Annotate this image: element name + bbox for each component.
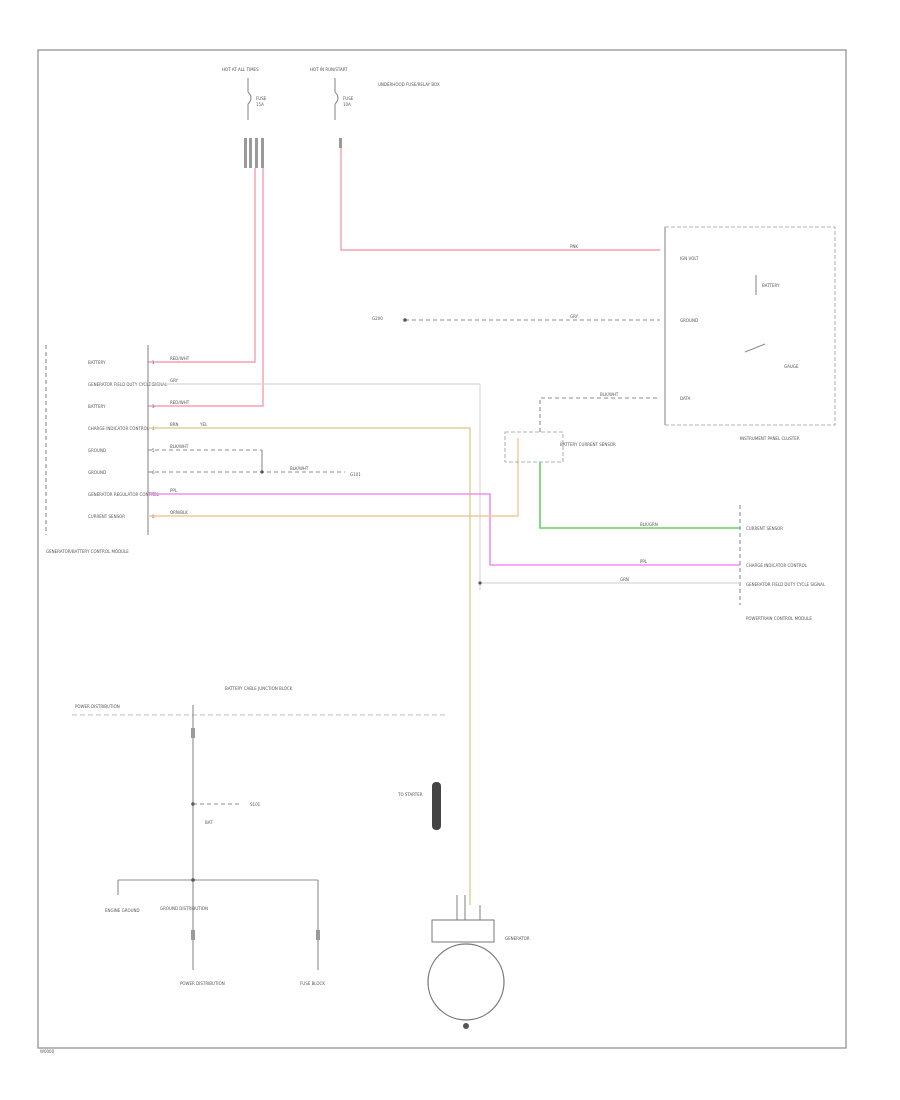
powertrain-control-module: CURRENT SENSOR CHARGE INDICATOR CONTROL … bbox=[739, 505, 826, 621]
wire-code-label: GRN bbox=[620, 577, 629, 582]
bus-box-label: BATTERY CABLE JUNCTION BLOCK bbox=[225, 686, 293, 691]
svg-text:FUSE: FUSE bbox=[343, 96, 354, 101]
ipc-pin-data: DATA bbox=[680, 396, 691, 401]
ipc-pin-ground: GROUND bbox=[680, 318, 698, 323]
gbcm-pin-number: 3 bbox=[152, 404, 155, 409]
generator: TO STARTER GENERATOR bbox=[397, 782, 530, 1029]
wire-code-label: PNK bbox=[570, 244, 578, 249]
gbcm-label: GENERATOR/BATTERY CONTROL MODULE bbox=[46, 549, 129, 554]
ground-label: G101 bbox=[350, 472, 361, 477]
gbcm-pin-label: BATTERY bbox=[88, 404, 106, 409]
gbcm-pin-label: GROUND bbox=[88, 470, 106, 475]
power-dist-label: POWER DISTRIBUTION bbox=[75, 704, 120, 709]
fuse-left-label: HOT AT ALL TIMES bbox=[222, 67, 259, 72]
svg-text:BATTERY: BATTERY bbox=[762, 283, 780, 288]
gbcm-pin-number: 6 bbox=[152, 470, 155, 475]
fuse-right-note: UNDERHOOD FUSE/RELAY BOX bbox=[378, 82, 440, 87]
red-wire-1 bbox=[148, 168, 256, 363]
svg-text:GAUGE: GAUGE bbox=[784, 364, 799, 369]
svg-text:10A: 10A bbox=[343, 102, 351, 107]
pcm-sensor-wire bbox=[539, 462, 740, 529]
gbcm-pin-label: GENERATOR REGULATOR CONTROL bbox=[88, 492, 160, 497]
pcm-pin-current: CURRENT SENSOR bbox=[746, 526, 783, 531]
sensor-label: BATTERY CURRENT SENSOR bbox=[560, 442, 616, 447]
fuse-right: HOT IN RUN/START FUSE 10A UNDERHOOD FUSE… bbox=[310, 67, 440, 120]
wire-code-label: RED/WHT bbox=[170, 356, 190, 361]
to-starter-label: TO STARTER bbox=[397, 792, 423, 797]
red-wire-ignition bbox=[340, 148, 660, 251]
pcm-pin-field: GENERATOR FIELD DUTY CYCLE SIGNAL bbox=[746, 582, 826, 587]
svg-text:FUSE: FUSE bbox=[256, 96, 267, 101]
bottom-right-label: FUSE BLOCK bbox=[300, 981, 325, 986]
wire-code-label: PPL bbox=[640, 559, 648, 564]
svg-text:BAT: BAT bbox=[205, 820, 213, 825]
wire-code-label: RED/WHT bbox=[170, 400, 190, 405]
wire-code-label: BLK/WHT bbox=[600, 392, 619, 397]
battery-current-sensor: BATTERY CURRENT SENSOR bbox=[504, 397, 660, 463]
wire-code-label: PPL bbox=[170, 488, 178, 493]
current-sensor-wire bbox=[148, 438, 519, 517]
pcm-pin-charge: CHARGE INDICATOR CONTROL bbox=[746, 563, 808, 568]
charge-indicator-wire bbox=[148, 427, 471, 905]
fuse-right-label: HOT IN RUN/START bbox=[310, 67, 348, 72]
wire-code-label: GRY bbox=[170, 378, 179, 383]
wire-code-label: YEL bbox=[199, 422, 208, 427]
ipc-label: INSTRUMENT PANEL CLUSTER bbox=[740, 436, 800, 441]
bottom-mid-label: POWER DISTRIBUTION bbox=[180, 981, 225, 986]
wire-code-label: BLK/WHT bbox=[170, 444, 189, 449]
bottom-left-label: ENGINE GROUND bbox=[105, 908, 140, 913]
junction-block: BATTERY CABLE JUNCTION BLOCK POWER DISTR… bbox=[72, 686, 445, 986]
fuse-connectors bbox=[244, 138, 342, 168]
gbcm-pin-label: CURRENT SENSOR bbox=[88, 514, 125, 519]
gbcm-pin-label: GENERATOR FIELD DUTY CYCLE SIGNAL bbox=[88, 382, 168, 387]
gbcm-pin-label: BATTERY bbox=[88, 360, 106, 365]
wire-code-label: GRY bbox=[570, 314, 579, 319]
svg-text:15A: 15A bbox=[256, 102, 264, 107]
generator-label: GENERATOR bbox=[505, 936, 530, 941]
fuse-left: HOT AT ALL TIMES FUSE 15A bbox=[222, 67, 267, 120]
regulator-wire bbox=[148, 493, 740, 566]
wire-code-label: BRN bbox=[170, 422, 179, 427]
ground-dist-label: GROUND DISTRIBUTION bbox=[160, 906, 208, 911]
wire-code-label: BLK/GRN bbox=[640, 522, 658, 527]
gbcm-pin-number: 5 bbox=[152, 448, 155, 453]
wire-code-label: BLK/WHT bbox=[290, 466, 309, 471]
pcm-label: POWERTRAIN CONTROL MODULE bbox=[746, 616, 812, 621]
diagram-frame bbox=[37, 49, 847, 1049]
instrument-panel-cluster: IGN VOLT GROUND DATA BATTERY GAUGE INSTR… bbox=[664, 226, 836, 441]
splice-label: S101 bbox=[250, 802, 261, 807]
corner-code: W0000 bbox=[40, 1049, 55, 1054]
wire-code-label: ORN/BLK bbox=[170, 510, 188, 515]
gbcm-pin-label: CHARGE INDICATOR CONTROL bbox=[88, 426, 150, 431]
red-wire-2 bbox=[148, 168, 264, 407]
ipc-pin-ignvolt: IGN VOLT bbox=[680, 256, 699, 261]
wire-codes: RED/WHT GRY RED/WHT BRN BLK/WHT BLK/WHT PPL ORN… bbox=[170, 244, 658, 582]
gbcm-pin-number: 1 bbox=[152, 360, 155, 365]
gbcm-pin-label: GROUND bbox=[88, 448, 106, 453]
svg-text:G200: G200 bbox=[372, 316, 383, 321]
